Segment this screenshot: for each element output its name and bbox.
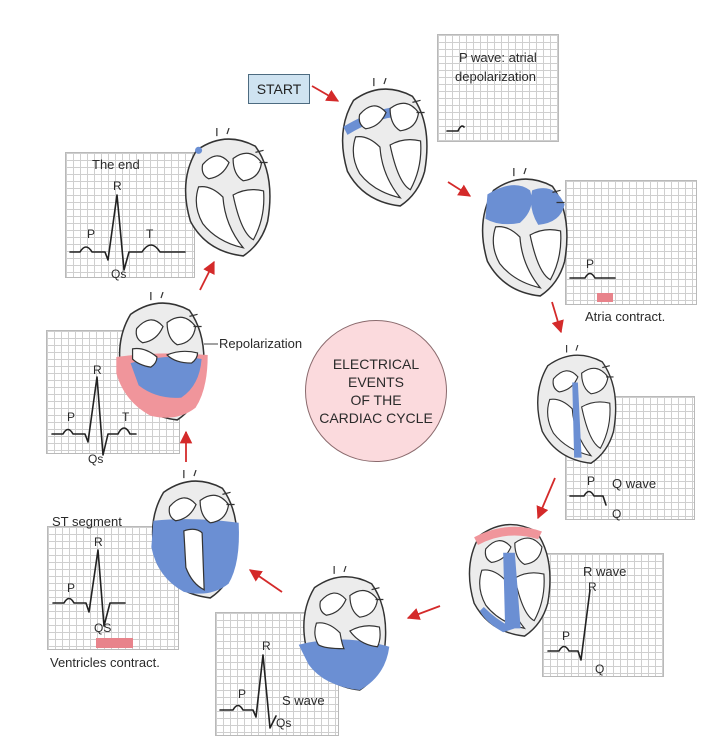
- atria-wave-p-label: P: [586, 257, 595, 271]
- r-wave-p-label: P: [562, 629, 571, 643]
- ventricular-contraction-segment: [96, 638, 133, 648]
- center-title-line-3: OF THE: [350, 392, 402, 408]
- arrow-2: [551, 301, 564, 334]
- heart-icon-q-wave: [537, 345, 617, 464]
- ecg-trace-s-wave: [219, 654, 277, 729]
- the-end-r-label: R: [113, 179, 122, 193]
- s-wave-qs-label: Qs: [276, 716, 292, 730]
- ecg-trace-the-end: [69, 194, 186, 271]
- arrow-3: [536, 477, 556, 520]
- ecg-trace-p-wave: [446, 125, 465, 132]
- arrow-7: [199, 260, 215, 291]
- q-wave-q-label: Q: [612, 507, 622, 521]
- st-segment-r-label: R: [94, 535, 103, 549]
- arrow-5: [248, 569, 283, 593]
- ecg-grid-r-wave: [542, 553, 664, 677]
- heart-icon-atria: [481, 168, 568, 297]
- s-wave-caption: S wave: [282, 693, 325, 708]
- heart-icon-st-segment: [151, 470, 239, 599]
- ecg-grid-the-end: [65, 152, 195, 278]
- the-end-p-label: P: [87, 227, 96, 241]
- heart-icon-r-wave: [468, 523, 551, 637]
- s-wave-p-label: P: [238, 687, 247, 701]
- repolarization-t-label: T: [122, 410, 130, 424]
- repolarization-qs-label: Qs: [88, 452, 104, 466]
- r-wave-q-label: Q: [595, 662, 605, 676]
- ecg-trace-r-wave: [547, 589, 591, 661]
- arrow-1: [447, 181, 472, 197]
- r-wave-caption: R wave: [583, 564, 627, 579]
- st-segment-p-label: P: [67, 581, 76, 595]
- atrial-contraction-segment: [597, 293, 613, 302]
- the-end-t-label: T: [146, 227, 154, 241]
- start-label-box: START: [248, 74, 310, 104]
- repolarization-r-label: R: [93, 363, 102, 377]
- center-title-line-4: CARDIAC CYCLE: [319, 410, 433, 426]
- q-wave-p-label: P: [587, 474, 596, 488]
- heart-icon-s-wave: [298, 566, 390, 691]
- st-segment-qs-label: QS: [94, 621, 112, 635]
- the-end-caption: The end: [92, 157, 140, 172]
- the-end-qs-label: Qs: [111, 267, 127, 281]
- p-wave-caption-line-1: P wave: atrial: [459, 50, 537, 65]
- q-wave-caption: Q wave: [612, 476, 657, 491]
- heart-icon-p-wave: [341, 78, 428, 207]
- repolarization-p-label: P: [67, 410, 76, 424]
- ecg-grid-p-wave: [437, 34, 559, 142]
- st-segment-caption: ST segment: [52, 514, 122, 529]
- repolarization-caption: Repolarization: [219, 336, 303, 351]
- center-title-line-1: ELECTRICAL: [332, 356, 420, 372]
- arrow-4: [406, 605, 441, 620]
- ecg-trace-q-wave: [569, 490, 607, 506]
- ecg-trace-repolarization: [51, 376, 137, 456]
- center-title-line-2: EVENTS: [347, 374, 404, 390]
- center-title-circle: ELECTRICAL EVENTS OF THE CARDIAC CYCLE: [305, 320, 447, 462]
- atria-caption: Atria contract.: [585, 309, 666, 324]
- p-wave-caption-line-2: depolarization: [455, 69, 536, 84]
- heart-icon-the-end: [184, 128, 271, 257]
- ecg-grid-atria: [565, 180, 697, 305]
- ecg-trace-st-segment: [52, 549, 126, 627]
- heart-icon-repolarization: [116, 292, 208, 421]
- ecg-trace-atria: [569, 272, 616, 279]
- s-wave-r-label: R: [262, 639, 271, 653]
- arrow-start: [311, 85, 340, 102]
- r-wave-r-label: R: [588, 580, 597, 594]
- ventricles-contract-caption: Ventricles contract.: [50, 655, 160, 670]
